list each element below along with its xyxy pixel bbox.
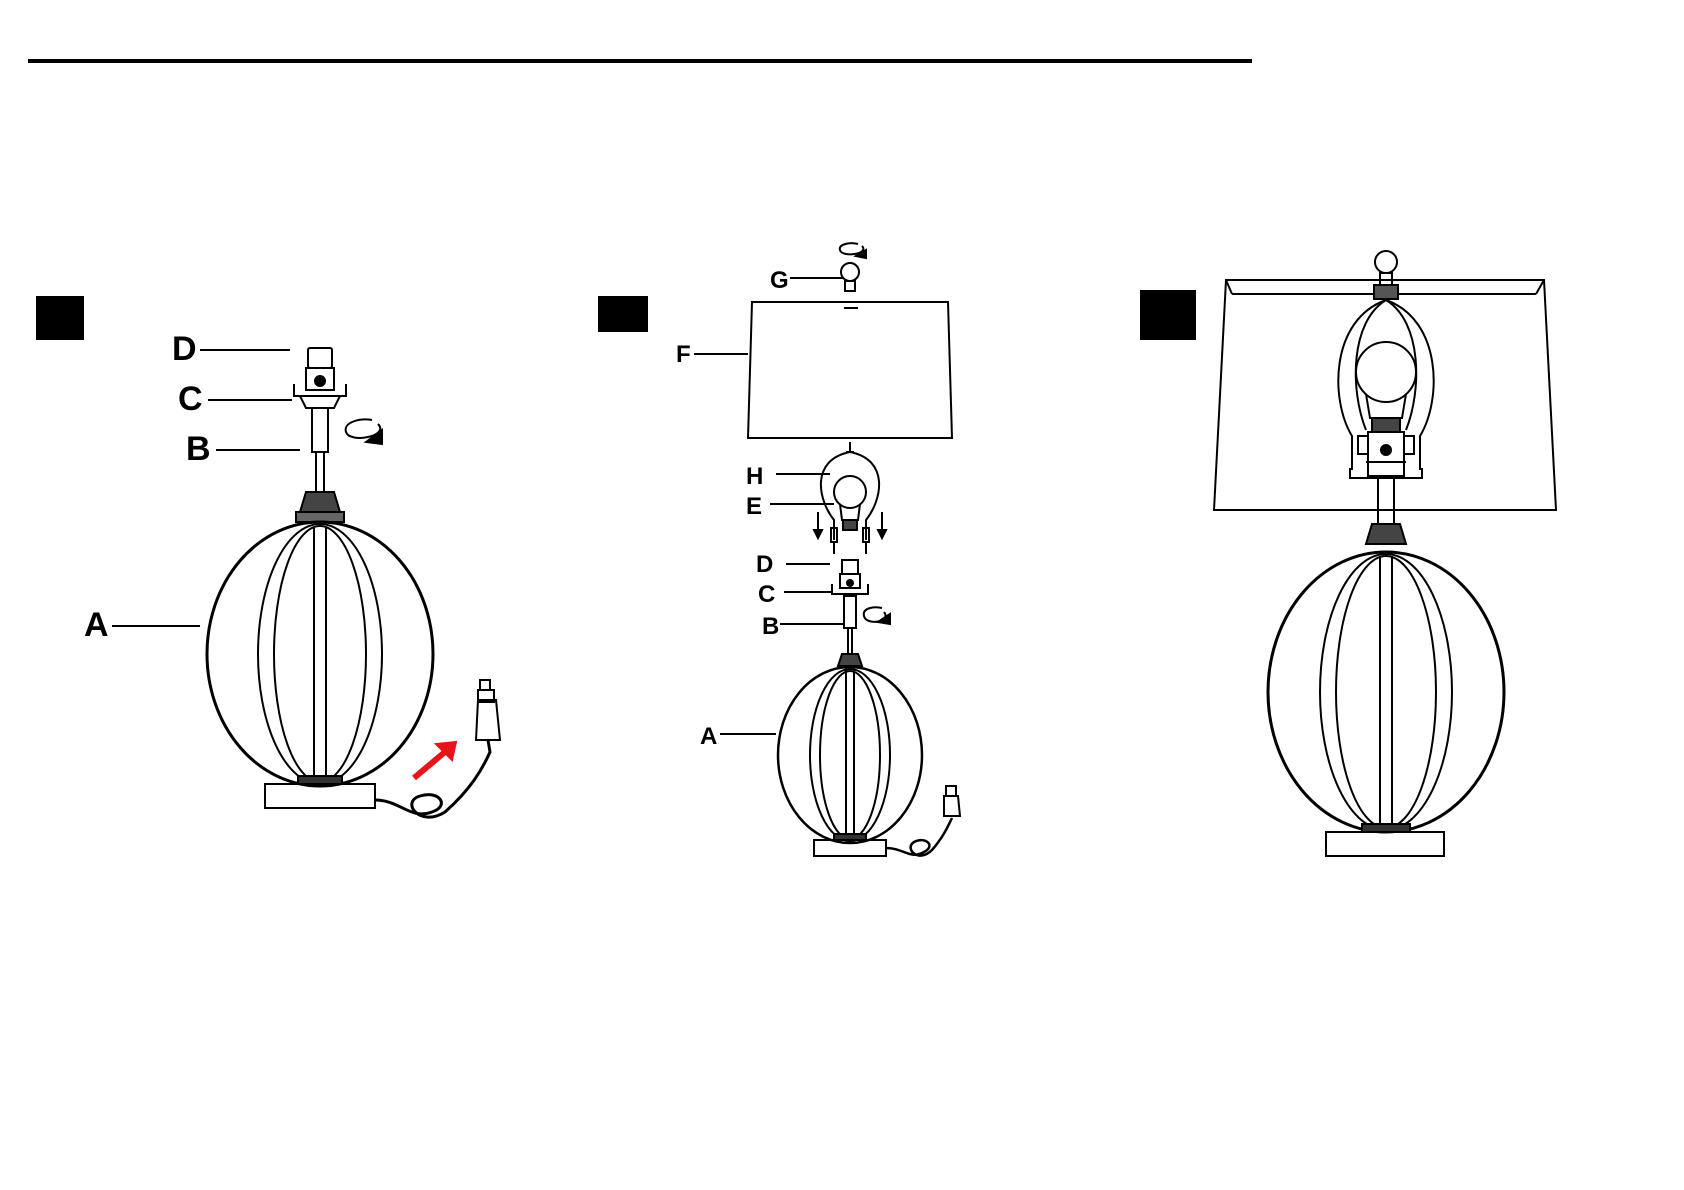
- step-2-lamp: [694, 243, 960, 856]
- label-c: C: [178, 380, 203, 418]
- label-d: D: [172, 330, 197, 368]
- step-1-labels: D C B A: [84, 330, 211, 644]
- label-f: F: [676, 341, 691, 368]
- label-b: B: [186, 430, 211, 468]
- step-2-labels: G F H E D C B A: [676, 267, 789, 750]
- label-h: H: [746, 463, 763, 490]
- label-e: E: [746, 493, 762, 520]
- label-g: G: [770, 267, 789, 294]
- label-b: B: [762, 613, 779, 640]
- label-c: C: [758, 581, 775, 608]
- label-a: A: [84, 606, 109, 644]
- plug-direction-arrow-icon: [414, 742, 456, 778]
- label-d: D: [756, 551, 773, 578]
- step-3-assembled-lamp: [1214, 251, 1556, 856]
- label-a: A: [700, 723, 717, 750]
